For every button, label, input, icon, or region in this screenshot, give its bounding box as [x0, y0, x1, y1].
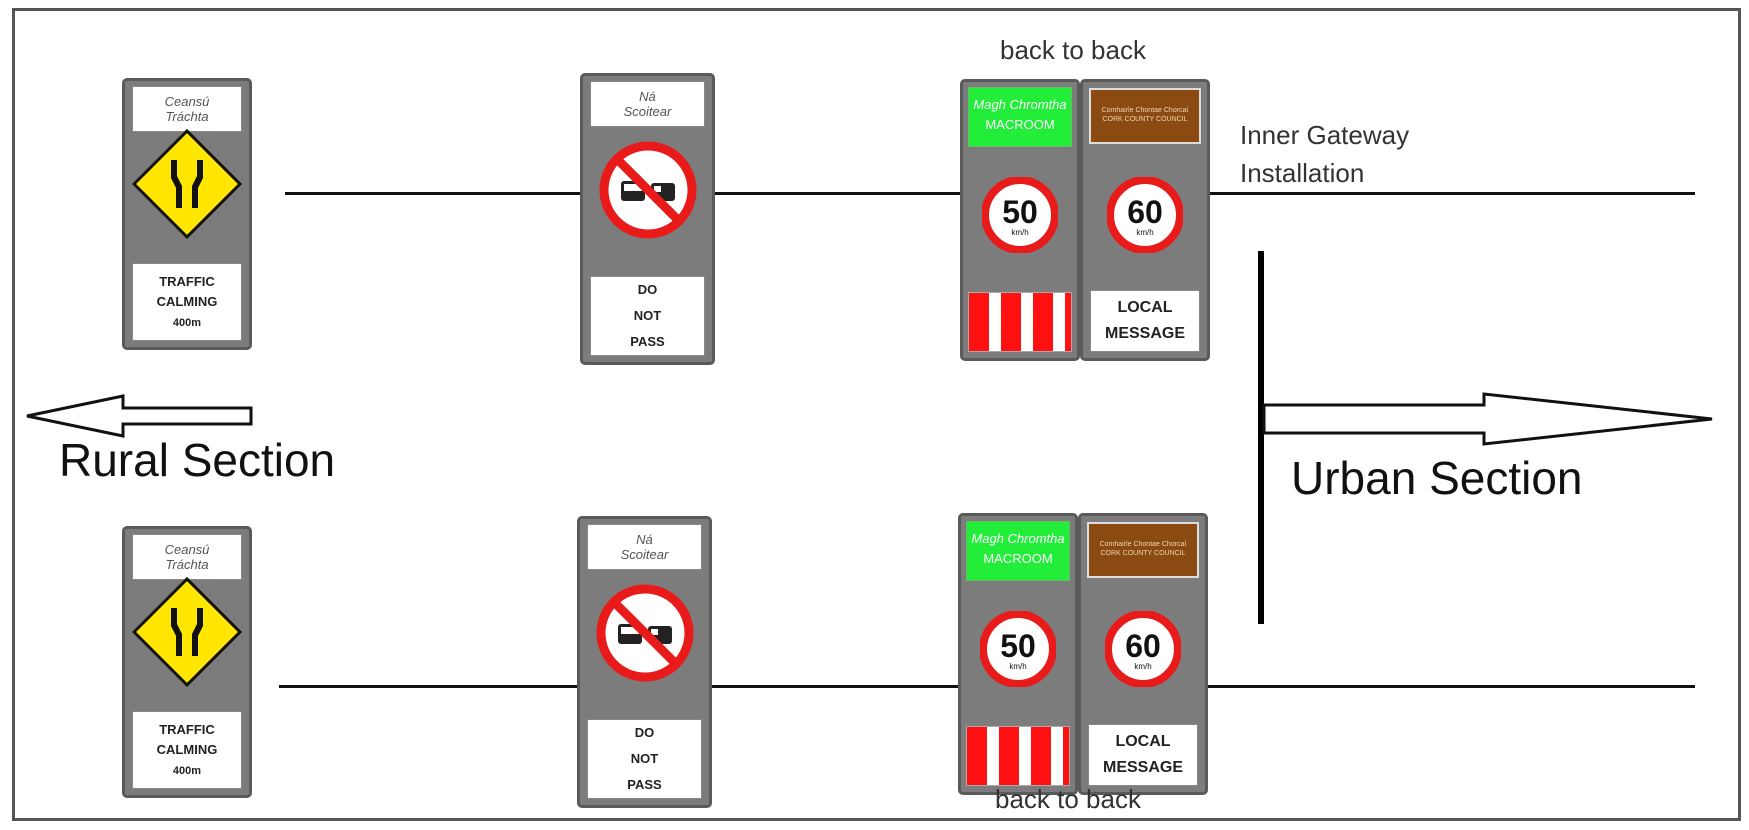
english-line-1: TRAFFIC [159, 721, 215, 737]
council-gateway-sign-bottom: Comhairle Chontae Chorcaí CORK COUNTY CO… [1078, 513, 1208, 795]
rural-section-label: Rural Section [59, 434, 336, 486]
town-irish-name: Magh Chromtha [973, 97, 1067, 112]
speed-unit: km/h [1009, 662, 1026, 671]
sign-english-panel: DO NOT PASS [590, 276, 705, 356]
english-line-2: NOT [630, 751, 659, 766]
message-line-1: LOCAL [1115, 733, 1171, 750]
local-message-panel: LOCAL MESSAGE [1090, 290, 1200, 352]
sign-english-panel: TRAFFIC CALMING 400m [132, 263, 242, 341]
english-line-3: 400m [172, 316, 202, 329]
chevron-stripes [968, 292, 1072, 352]
inner-gateway-label: Inner Gateway Installation [1240, 116, 1409, 192]
irish-line-2: Scoitear [620, 547, 669, 562]
speed-limit-50-icon: 50 km/h [982, 177, 1058, 253]
back-to-back-label-top: back to back [1000, 35, 1146, 65]
english-line-1: TRAFFIC [159, 273, 215, 289]
town-name-panel: Magh Chromtha MACROOM [968, 87, 1072, 147]
town-english-name: MACROOM [983, 551, 1053, 566]
town-irish-name: Magh Chromtha [971, 531, 1065, 546]
town-name-panel: Magh Chromtha MACROOM [966, 521, 1070, 581]
speed-unit: km/h [1134, 662, 1151, 671]
message-line-2: MESSAGE [1104, 325, 1185, 342]
urban-section-label: Urban Section [1291, 452, 1583, 504]
gateway-line-2: Installation [1240, 158, 1365, 188]
council-line-2: CORK COUNTY COUNCIL [1102, 116, 1188, 123]
sign-english-panel: TRAFFIC CALMING 400m [132, 711, 242, 789]
irish-line-1: Ná [636, 532, 653, 547]
message-line-1: LOCAL [1117, 299, 1173, 316]
irish-line-1: Ná [639, 89, 656, 104]
council-line-2: CORK COUNTY COUNCIL [1100, 550, 1186, 557]
english-line-3: PASS [627, 777, 662, 792]
speed-unit: km/h [1011, 228, 1028, 237]
gateway-line-1: Inner Gateway [1240, 120, 1410, 150]
speed-value: 50 [1000, 628, 1036, 664]
local-message-panel: LOCAL MESSAGE [1088, 724, 1198, 786]
message-line-2: MESSAGE [1102, 759, 1183, 776]
english-line-3: PASS [630, 334, 665, 349]
english-line-1: DO [637, 282, 658, 297]
back-to-back-label-bottom: back to back [995, 784, 1141, 814]
speed-limit-50-icon: 50 km/h [980, 611, 1056, 687]
speed-value: 60 [1127, 194, 1163, 230]
council-panel: Comhairle Chontae Chorcaí CORK COUNTY CO… [1089, 88, 1201, 144]
english-line-3: 400m [172, 764, 202, 777]
town-english-name: MACROOM [985, 117, 1055, 132]
road-narrows-icon [171, 608, 203, 656]
irish-line-2: Scoitear [623, 104, 672, 119]
council-gateway-sign-top: Comhairle Chontae Chorcaí CORK COUNTY CO… [1080, 79, 1210, 361]
sign-english-panel: DO NOT PASS [587, 719, 702, 799]
speed-limit-60-icon: 60 km/h [1107, 177, 1183, 253]
chevron-stripes [966, 726, 1070, 786]
speed-value: 50 [1002, 194, 1038, 230]
english-line-2: NOT [633, 308, 662, 323]
right-arrow-icon [1262, 392, 1713, 446]
english-line-1: DO [634, 725, 655, 740]
speed-limit-60-icon: 60 km/h [1105, 611, 1181, 687]
english-line-2: CALMING [156, 293, 218, 309]
council-panel: Comhairle Chontae Chorcaí CORK COUNTY CO… [1087, 522, 1199, 578]
town-gateway-sign-bottom: Magh Chromtha MACROOM 50 km/h [958, 513, 1078, 795]
council-line-1: Comhairle Chontae Chorcaí [1099, 541, 1187, 548]
irish-line-1: Ceansú [164, 542, 210, 557]
no-overtaking-icon [596, 584, 693, 682]
town-gateway-sign-top: Magh Chromtha MACROOM 50 km/h [960, 79, 1080, 361]
english-line-2: CALMING [156, 741, 218, 757]
gateway-line [1258, 251, 1264, 624]
irish-line-1: Ceansú [164, 94, 210, 109]
irish-line-2: Tráchta [165, 109, 209, 124]
road-narrows-icon [171, 160, 203, 208]
irish-line-2: Tráchta [165, 557, 209, 572]
speed-value: 60 [1125, 628, 1161, 664]
council-line-1: Comhairle Chontae Chorcaí [1101, 107, 1189, 114]
speed-unit: km/h [1136, 228, 1153, 237]
left-arrow-icon [26, 394, 253, 438]
no-overtaking-icon [599, 141, 696, 239]
